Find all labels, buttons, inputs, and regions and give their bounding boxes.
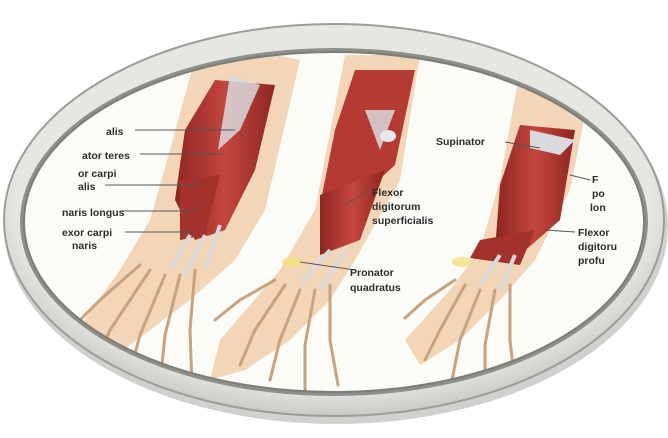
label-flexor-profundus-1: Flexor (578, 227, 610, 239)
label-pronator-quadratus-1: Pronator (350, 267, 394, 279)
label-left-3: or carpi (78, 168, 117, 180)
label-flexor-superficialis-1: Flexor (372, 187, 404, 199)
label-flexor-pollicis-2: po (592, 188, 605, 200)
label-left-1: alis (106, 126, 124, 138)
label-left-6: exor carpi (62, 227, 112, 239)
label-flexor-pollicis-3: lon (590, 202, 606, 214)
label-pronator-quadratus-2: quadratus (350, 282, 401, 294)
label-supinator: Supinator (436, 136, 485, 148)
label-left-7: naris (72, 240, 97, 252)
label-flexor-superficialis-2: digitorum (372, 201, 420, 213)
label-flexor-profundus-3: profu (578, 255, 605, 267)
label-left-4: alis (78, 181, 96, 193)
label-left-5: naris longus (62, 207, 125, 219)
label-flexor-profundus-2: digitoru (578, 241, 617, 253)
label-flexor-superficialis-3: superficialis (372, 215, 433, 227)
label-left-2: ator teres (82, 150, 130, 162)
label-flexor-pollicis-1: F (592, 174, 599, 186)
